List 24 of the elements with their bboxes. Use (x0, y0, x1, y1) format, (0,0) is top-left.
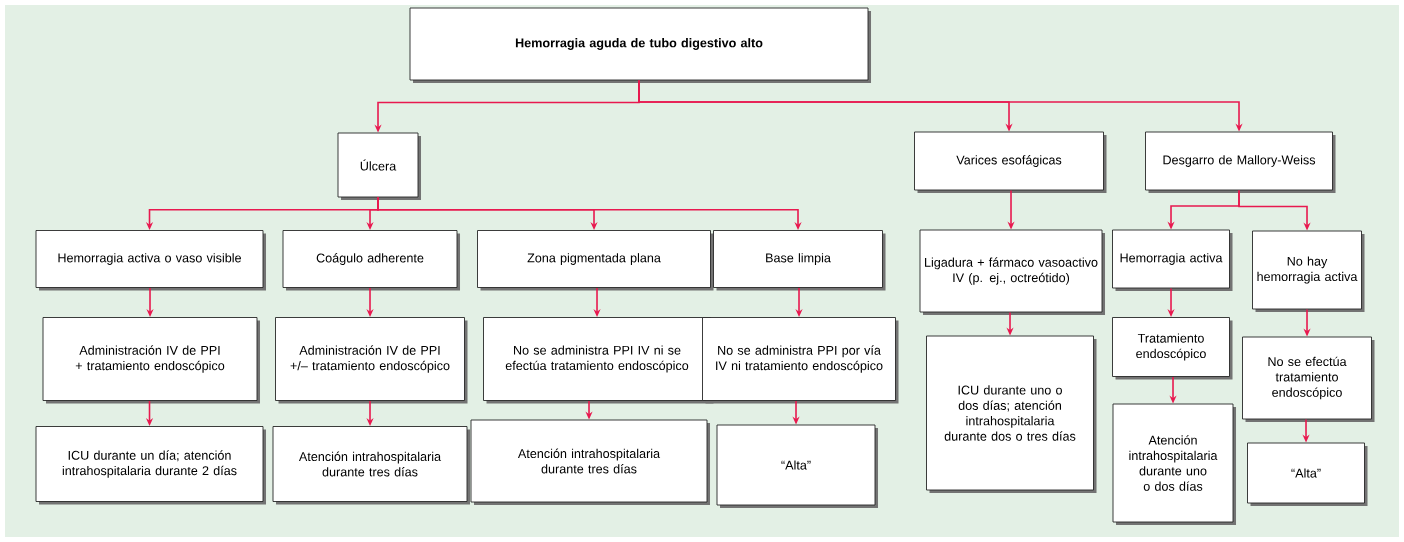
process-box: Desgarro de Mallory-Weiss (1145, 131, 1336, 193)
process-box: Atención intrahospitalaria durante tres días (272, 426, 470, 505)
process-box: No se administra PPI IV ni se efectúa tratamiento endoscópico (483, 317, 714, 404)
process-box: Hemorragia activa o vaso visible (35, 230, 266, 291)
process-box: Zona pigmentada plana (477, 230, 714, 291)
process-box: Hemorragia aguda de tubo digestivo alto (409, 7, 871, 83)
process-box: No se administra PPI por vía IV ni tratamiento endoscópico (702, 317, 899, 404)
process-box: Atención intrahospitalaria durante uno o dos días (1112, 403, 1236, 525)
process-box: Varices esofágicas (914, 131, 1107, 193)
process-box: “Alta” (716, 424, 878, 508)
process-box: ICU durante uno o dos días; atención intrahospitalaria durante dos o tres días (926, 335, 1097, 493)
process-box: “Alta” (1247, 442, 1368, 506)
process-box: Tratamiento endoscópico (1112, 317, 1233, 380)
process-box: ICU durante un día; atención intrahospitalaria durante 2 días (35, 426, 266, 505)
process-box: Base limpia (713, 230, 886, 291)
process-box: Úlcera (337, 132, 421, 200)
process-box: Administración IV de PPI +/– tratamiento endoscópico (275, 317, 468, 404)
process-box: Administración IV de PPI + tratamiento endoscópico (42, 317, 260, 404)
process-box: Atención intrahospitalaria durante tres días (470, 419, 710, 505)
process-box: Ligadura + fármaco vasoactivo IV (p. ej., octreótido) (919, 229, 1105, 315)
process-box: No hay hemorragia activa (1252, 230, 1365, 312)
process-box: Coágulo adherente (282, 230, 460, 291)
process-box: Hemorragia activa (1112, 229, 1233, 291)
process-box: No se efectúa tratamiento endoscópico (1242, 336, 1375, 422)
